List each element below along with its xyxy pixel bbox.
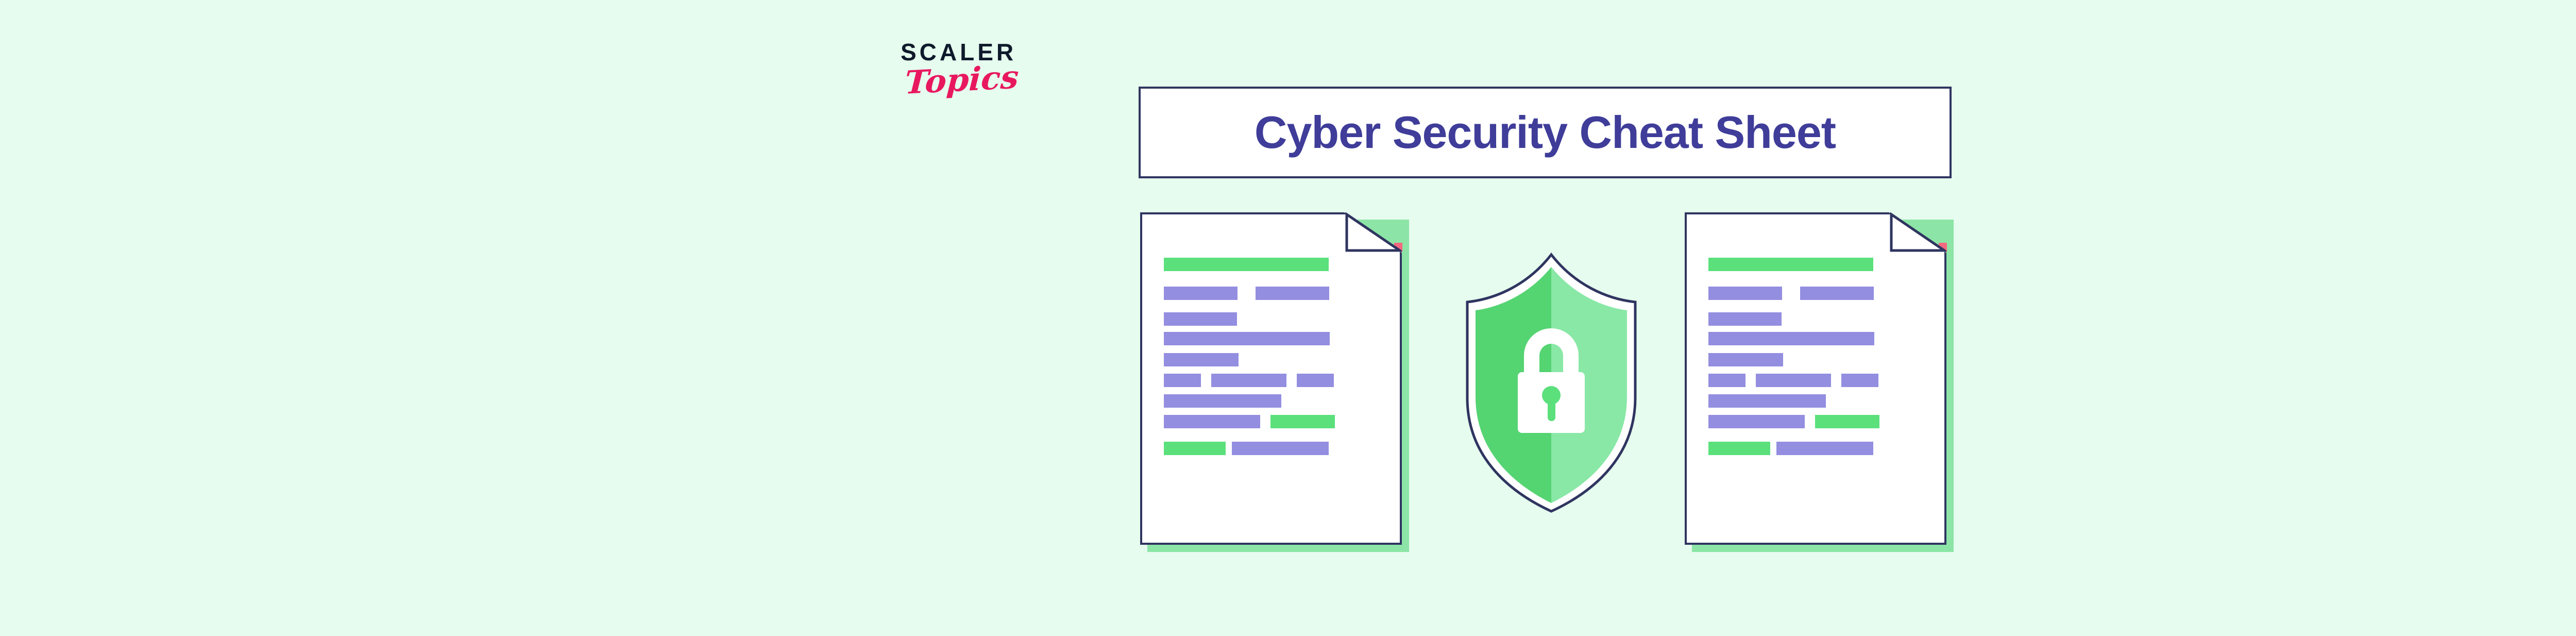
- document-text-bar: [1708, 312, 1782, 326]
- document-left-lines: [1164, 212, 1380, 545]
- document-text-bar: [1708, 442, 1770, 455]
- page-title: Cyber Security Cheat Sheet: [1254, 107, 1836, 158]
- document-text-bar: [1708, 374, 1745, 387]
- document-text-bar: [1164, 442, 1226, 455]
- document-text-bar: [1708, 415, 1805, 428]
- page-fold-icon: [1889, 212, 1946, 253]
- shield-lock-icon: [1462, 249, 1640, 513]
- document-text-bar: [1297, 374, 1334, 387]
- document-text-bar: [1800, 287, 1874, 300]
- document-left: [1140, 212, 1409, 552]
- document-text-bar: [1164, 394, 1281, 408]
- document-text-bar: [1270, 415, 1335, 428]
- logo-wordmark-scaler: SCALER: [901, 39, 1017, 65]
- document-text-bar: [1232, 442, 1329, 455]
- logo-wordmark-topics: Topics: [904, 58, 1020, 102]
- page-fold-icon: [1344, 212, 1402, 253]
- document-text-bar: [1164, 353, 1239, 366]
- document-text-bar: [1164, 312, 1237, 326]
- title-banner: Cyber Security Cheat Sheet: [1139, 87, 1952, 178]
- document-text-bar: [1756, 374, 1831, 387]
- document-right-lines: [1708, 212, 1925, 545]
- document-text-bar: [1708, 353, 1783, 366]
- document-text-bar: [1164, 415, 1260, 428]
- document-text-bar: [1815, 415, 1879, 428]
- document-text-bar: [1256, 287, 1329, 300]
- document-right: [1685, 212, 1954, 552]
- document-text-bar: [1164, 258, 1329, 271]
- scaler-topics-logo: SCALER Topics: [901, 40, 1055, 123]
- document-text-bar: [1708, 332, 1874, 345]
- document-text-bar: [1776, 442, 1873, 455]
- document-text-bar: [1164, 374, 1201, 387]
- document-text-bar: [1841, 374, 1878, 387]
- document-text-bar: [1708, 394, 1826, 408]
- document-text-bar: [1708, 287, 1782, 300]
- document-text-bar: [1164, 332, 1330, 345]
- document-text-bar: [1164, 287, 1238, 300]
- document-text-bar: [1211, 374, 1286, 387]
- document-text-bar: [1708, 258, 1873, 271]
